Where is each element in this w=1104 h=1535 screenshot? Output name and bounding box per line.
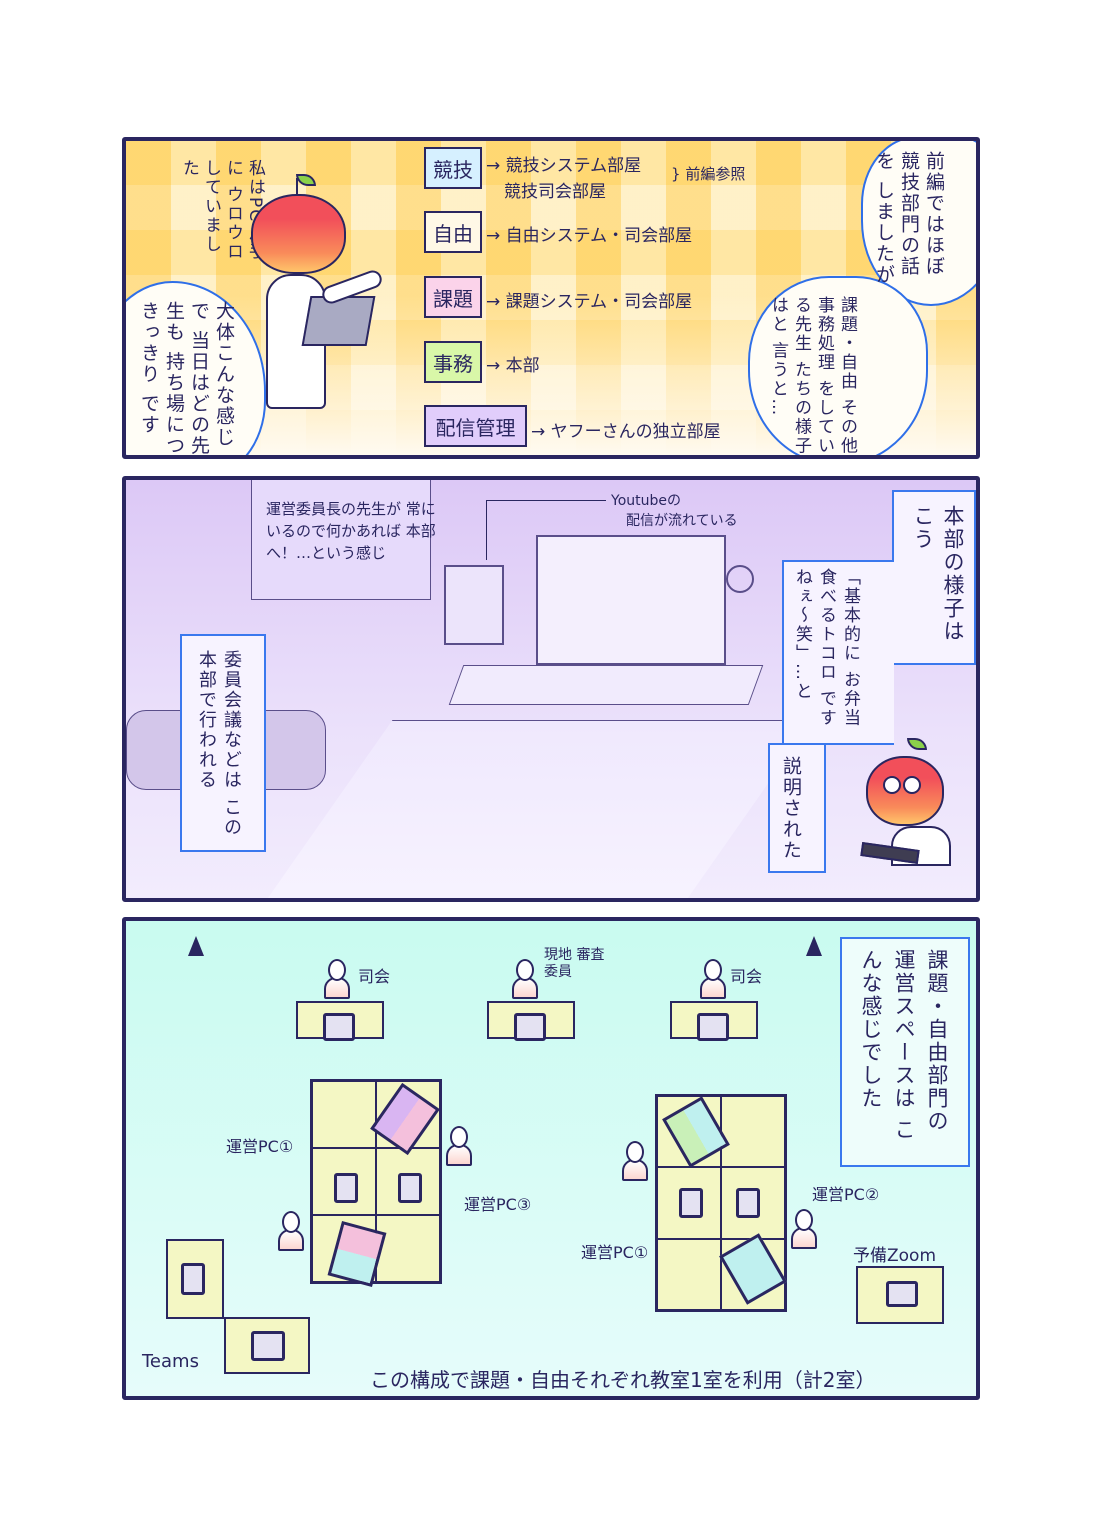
laptop-icon [323,1013,355,1041]
text-meeting-note: 委員会議などは この本部で行われる [196,650,242,838]
panel-1-overview: 私はPC片手に ウロウロ していました 大体こんな感じで 当日はどの先生も 持ち… [122,137,980,459]
tv-monitor [444,565,504,645]
speech-bubble-right-bottom [748,276,928,455]
label-spare-zoom: 予備Zoom [853,1246,937,1266]
label-ops-pc2-right: 運営PC② [812,1185,880,1204]
person-icon [700,959,726,999]
projector-screen [536,535,726,665]
target-text: 本部 [505,356,540,376]
target-text: 自由システム・司会部屋 [505,226,693,246]
note-text: 前編参照 [685,165,746,183]
category-streaming: 配信管理 [424,405,527,447]
box-title [840,937,970,1167]
laptop-pc2-right [736,1188,760,1218]
target-text: ヤフーさんの独立部屋 [550,422,721,442]
label-host-left: 司会 [358,967,391,986]
note-youtube-line1: Youtubeの [611,493,681,509]
category-free: 自由 [424,211,482,253]
target-free: → 自由システム・司会部屋 [486,226,693,246]
target-assignment: → 課題システム・司会部屋 [486,292,693,312]
label-ops-pc1-right: 運営PC① [581,1243,649,1262]
text-explained: 説明された [780,756,802,861]
laptop-icon [251,1331,285,1361]
box-explained [768,743,826,873]
category-office: 事務 [424,341,482,383]
narration-wandering: 私はPC片手に ウロウロ していました [179,159,265,262]
apple-character-eating [860,738,961,868]
text-quote: 「基本的に お弁当食べるトコロ ですねぇ〜笑」…と [792,568,860,728]
label-ops-pc1-left: 運営PC① [226,1137,294,1156]
laptop-icon [514,1013,546,1041]
person-icon [622,1141,648,1181]
pointer-line [486,500,606,560]
target-streaming: → ヤフーさんの独立部屋 [531,422,721,442]
desk-row [448,665,764,705]
label-ops-pc3-left: 運営PC③ [464,1195,532,1214]
person-icon [324,959,350,999]
note-youtube-line2: 配信が流れている [626,513,738,529]
category-competition: 競技 [424,147,482,189]
caption: この構成で課題・自由それぞれ教室1室を利用（計2室） [370,1368,876,1392]
target-competition-system: → 競技システム部屋 [486,156,642,176]
target-text: 競技システム部屋 [505,156,642,176]
target-office: → 本部 [486,356,540,376]
wall-clock [726,565,754,593]
target-text: 課題システム・司会部屋 [505,292,693,312]
long-table [259,720,813,898]
panel-2-headquarters-room: 運営委員長の先生が 常にいるので何かあれば 本部へ！…という感じ Youtube… [122,476,980,902]
label-teams: Teams [142,1351,199,1372]
person-icon [278,1211,304,1251]
person-icon [446,1126,472,1166]
target-competition-host: 競技司会部屋 [504,182,606,202]
label-onsite-judge: 現地 審査委員 [544,947,605,980]
speech-text-right-bottom: 課題・自由 その他事務処理 をしている先生 たちの様子はと 言うと… [768,296,857,456]
note-chairperson: 運営委員長の先生が 常にいるので何かあれば 本部へ！…という感じ [266,500,436,562]
laptop-icon [886,1281,918,1307]
person-icon [512,959,538,999]
box-meeting-note [180,634,266,852]
laptop-icon [697,1013,729,1041]
text-title: 本部の様子は こう [911,505,965,643]
speech-text-right-top: 前編ではほぼ 競技部門の話を しましたが [873,151,945,286]
panel-3-layout-diagram: 司会 現地 審査委員 司会 運営PC① 運営PC③ 運営PC② 運営PC① Te… [122,917,980,1400]
front-marker-icon [188,936,204,956]
person-icon [791,1209,817,1249]
box-quote [782,560,894,745]
apple-character-with-laptop [246,166,396,416]
text-title: 課題・自由部門の 運営スペースは こんな感じでした [859,949,949,1142]
front-marker-icon [806,936,822,956]
whiteboard [251,480,431,600]
laptop-pc3-left [398,1173,422,1203]
laptop-icon [181,1263,205,1295]
category-assignment: 課題 [424,276,482,318]
laptop-pc1-right [679,1188,703,1218]
label-host-right: 司会 [730,967,763,986]
laptop-pc1-left [334,1173,358,1203]
speech-text-left: 大体こんな感じで 当日はどの先生も 持ち場につきっきり です [138,301,235,457]
see-previous-note: } 前編参照 [671,165,746,183]
